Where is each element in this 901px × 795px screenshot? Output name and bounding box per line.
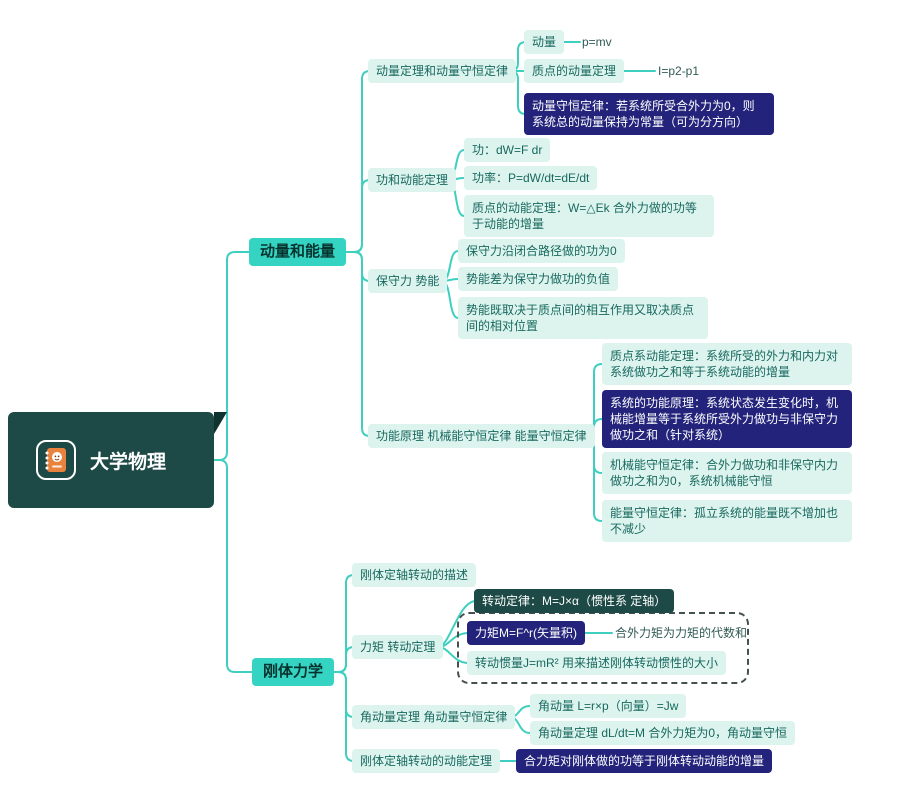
node-work-energy-theorem[interactable]: 功和动能定理 xyxy=(368,168,457,192)
node-mechanical-energy-conservation[interactable]: 机械能守恒定律：合外力做功和非保守内力做功之和为0，系统机械能守恒 xyxy=(602,452,852,494)
root-title: 大学物理 xyxy=(90,451,167,473)
branch-rigid-body[interactable]: 刚体力学 xyxy=(252,658,335,686)
node-potential-depends[interactable]: 势能既取决于质点间的相互作用又取决质点间的相对位置 xyxy=(458,297,708,339)
node-momentum[interactable]: 动量 xyxy=(524,30,565,54)
node-potential-difference[interactable]: 势能差为保守力做功的负值 xyxy=(458,267,619,291)
node-work-definition[interactable]: 功：dW=F dr xyxy=(464,138,551,162)
node-torque-definition[interactable]: 力矩M=F^r(矢量积) xyxy=(467,621,585,645)
folded-corner xyxy=(214,412,227,434)
node-rigid-rotation-description[interactable]: 刚体定轴转动的描述 xyxy=(352,563,477,587)
node-momentum-formula[interactable]: p=mv xyxy=(582,35,612,49)
node-angular-momentum-law[interactable]: 角动量定理 dL/dt=M 合外力矩为0，角动量守恒 xyxy=(530,721,796,745)
node-energy-principles[interactable]: 功能原理 机械能守恒定律 能量守恒定律 xyxy=(368,424,595,448)
node-rigid-kinetic-theorem[interactable]: 刚体定轴转动的动能定理 xyxy=(352,749,501,773)
node-momentum-conservation[interactable]: 动量守恒定律：若系统所受合外力为0，则系统总的动量保持为常量（可为分方向） xyxy=(524,93,774,135)
node-torque-work-theorem[interactable]: 合力矩对刚体做的功等于刚体转动动能的增量 xyxy=(516,749,773,773)
node-conservative-loop[interactable]: 保守力沿闭合路径做的功为0 xyxy=(458,239,625,263)
node-impulse-formula[interactable]: I=p2-p1 xyxy=(658,64,700,78)
node-power-definition[interactable]: 功率：P=dW/dt=dE/dt xyxy=(464,166,598,190)
node-angular-momentum-definition[interactable]: 角动量 L=r×p（向量）=Jw xyxy=(530,694,687,718)
node-conservative-force[interactable]: 保守力 势能 xyxy=(368,269,448,293)
node-moment-of-inertia[interactable]: 转动惯量J=mR² 用来描述刚体转动惯性的大小 xyxy=(467,651,727,675)
node-system-kinetic-theorem[interactable]: 质点系动能定理：系统所受的外力和内力对系统做功之和等于系统动能的增量 xyxy=(602,343,852,385)
node-net-torque-sum[interactable]: 合外力矩为力矩的代数和 xyxy=(615,626,748,640)
node-system-work-energy-principle[interactable]: 系统的功能原理：系统状态发生变化时，机械能增量等于系统所受外力做功与非保守力做功… xyxy=(602,390,852,448)
torque-group-boundary xyxy=(457,612,749,684)
node-rotation-law[interactable]: 转动定律：M=J×α（惯性系 定轴） xyxy=(474,589,675,613)
branch-momentum-energy[interactable]: 动量和能量 xyxy=(249,238,347,266)
node-angular-momentum-theorem[interactable]: 角动量定理 角动量守恒定律 xyxy=(352,705,516,729)
notebook-icon xyxy=(36,440,76,480)
node-momentum-theorem[interactable]: 动量定理和动量守恒定律 xyxy=(368,59,517,83)
node-energy-conservation[interactable]: 能量守恒定律：孤立系统的能量既不增加也不减少 xyxy=(602,500,852,542)
root-node[interactable]: 大学物理 xyxy=(8,412,227,508)
node-impulse-theorem[interactable]: 质点的动量定理 xyxy=(524,59,625,83)
node-kinetic-energy-theorem[interactable]: 质点的动能定理：W=△Ek 合外力做的功等于动能的增量 xyxy=(464,195,714,237)
node-torque-rotation-theorem[interactable]: 力矩 转动定理 xyxy=(352,635,444,659)
